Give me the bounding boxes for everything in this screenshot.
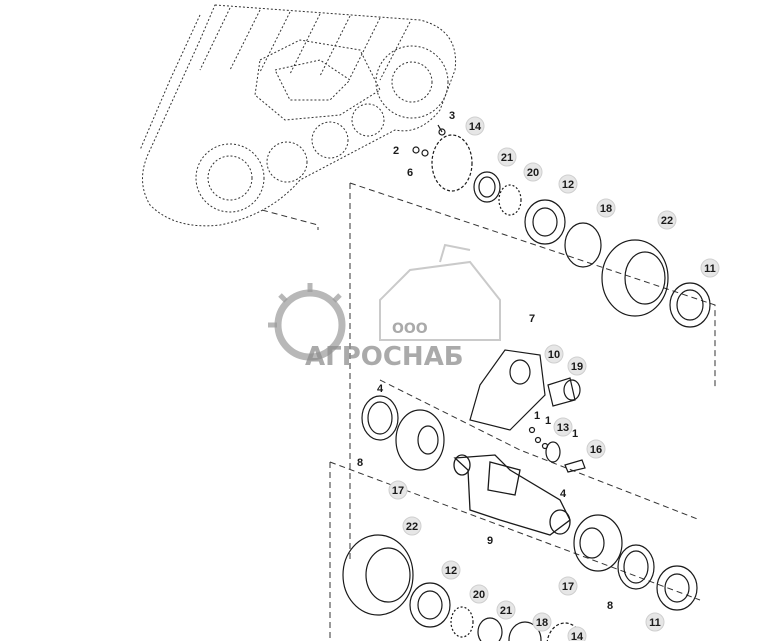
company-watermark: ООО АГРОСНАБ — [268, 243, 501, 372]
hub-22 — [601, 239, 669, 317]
bushing-19 — [547, 377, 576, 407]
callout-number: 10 — [548, 349, 560, 361]
retaining-ring-20-lower — [450, 606, 474, 638]
callout-circle — [586, 439, 606, 459]
disc-17-lower — [573, 514, 623, 572]
bearing-11 — [669, 282, 711, 328]
axle-housing-9 — [453, 454, 571, 536]
callout-number: 3 — [449, 110, 455, 122]
washer-2 — [412, 146, 420, 154]
callout-number: 21 — [500, 605, 512, 617]
callout-circle — [567, 356, 587, 376]
seal-8-upper — [361, 395, 399, 441]
washer-6 — [421, 149, 429, 157]
gasket-14 — [431, 134, 473, 192]
callout-circle — [532, 612, 552, 632]
o-ring-18-lower — [508, 621, 542, 641]
bearing-11-lower — [656, 565, 698, 611]
callout-circle — [469, 584, 489, 604]
callout-circle — [496, 600, 516, 620]
washer-13 — [545, 441, 561, 463]
callout-number: 9 — [487, 535, 493, 547]
o-ring-18 — [564, 222, 602, 268]
callout-circle — [497, 147, 517, 167]
lower-parts-group — [342, 514, 698, 641]
seal-8-lower — [617, 544, 655, 590]
callout-circle — [544, 344, 564, 364]
watermark-company-prefix: ООО — [392, 321, 428, 337]
callout-circle — [700, 258, 720, 278]
callout-circle — [523, 162, 543, 182]
tracked-tractor-illustration — [139, 4, 457, 227]
callout-number: 21 — [501, 152, 513, 164]
bolt-3 — [438, 128, 446, 136]
callout-number: 19 — [571, 361, 583, 373]
callout-circle — [388, 480, 408, 500]
bearing-12-lower — [409, 582, 451, 628]
callout-number: 2 — [393, 145, 399, 157]
callout-circle — [567, 626, 587, 641]
callout-number: 7 — [529, 313, 535, 325]
callout-number: 14 — [571, 631, 584, 641]
bearing-12 — [524, 199, 566, 245]
callout-number: 1 — [572, 428, 578, 440]
disc-17-upper — [395, 409, 445, 471]
callout-number: 14 — [469, 121, 482, 133]
watermark-company-name: АГРОСНАБ — [305, 342, 464, 372]
callout-circle — [465, 116, 485, 136]
callout-circle — [645, 612, 665, 632]
callout-number: 13 — [557, 422, 569, 434]
callout-number: 16 — [590, 444, 602, 456]
seal-21 — [473, 171, 501, 203]
steering-arm-10 — [469, 349, 546, 431]
callout-circle — [558, 576, 578, 596]
gear-logo-icon — [274, 289, 346, 361]
callout-number: 20 — [473, 589, 485, 601]
callout-circle — [441, 560, 461, 580]
seal-21-lower — [477, 617, 503, 641]
hub-22-lower — [342, 534, 414, 616]
top-parts-group — [412, 124, 711, 328]
callout-number: 8 — [607, 600, 613, 612]
harvester-silhouette-icon — [379, 243, 501, 341]
callout-number: 17 — [392, 485, 404, 497]
callout-number: 11 — [649, 617, 661, 629]
callout-circle — [596, 198, 616, 218]
callout-circle — [553, 417, 573, 437]
callout-number: 1 — [545, 415, 551, 427]
retaining-ring-20 — [498, 184, 522, 216]
callout-number: 17 — [562, 581, 574, 593]
callout-number: 4 — [377, 383, 384, 395]
callout-number: 4 — [560, 488, 567, 500]
callout-circle — [402, 516, 422, 536]
callout-number: 22 — [406, 521, 418, 533]
callout-number: 12 — [562, 179, 574, 191]
callout-number: 18 — [600, 203, 612, 215]
callout-number: 20 — [527, 167, 539, 179]
callout-number: 11 — [704, 263, 716, 275]
callout-circle — [657, 210, 677, 230]
middle-parts-group — [361, 349, 586, 473]
callout-number: 8 — [357, 457, 363, 469]
callout-number: 1 — [534, 410, 540, 422]
callout-number: 12 — [445, 565, 457, 577]
callout-number: 22 — [661, 215, 673, 227]
callout-circle — [558, 174, 578, 194]
callout-number: 18 — [536, 617, 548, 629]
callout-number: 6 — [407, 167, 413, 179]
pin-16 — [564, 459, 586, 473]
